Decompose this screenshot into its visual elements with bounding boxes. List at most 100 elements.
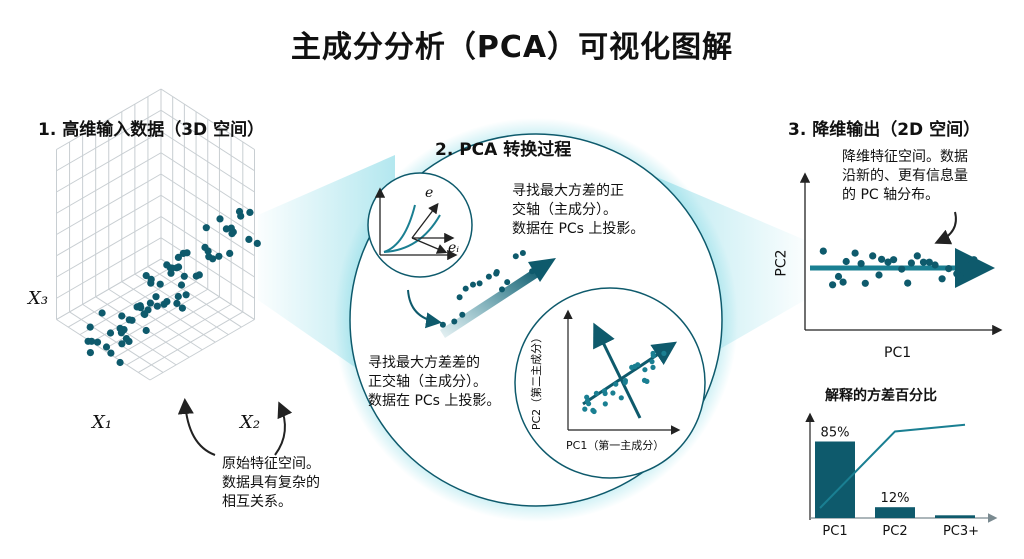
band-data-point xyxy=(529,268,536,275)
output-data-point xyxy=(904,279,912,287)
band-data-point xyxy=(459,311,466,318)
cube-data-point xyxy=(142,272,150,280)
output-data-point xyxy=(869,252,877,260)
axis-x3-label: X₃ xyxy=(28,288,49,309)
cube-data-point xyxy=(235,207,244,216)
band-data-point xyxy=(535,264,542,271)
inset-data-point xyxy=(610,390,616,396)
inset-data-point xyxy=(613,381,619,387)
variance-bar xyxy=(935,515,975,518)
output-data-point xyxy=(842,257,850,266)
cube-data-point xyxy=(140,310,148,318)
page-title: 主成分分析（PCA）可视化图解 xyxy=(290,30,734,65)
variance-bar-value: 12% xyxy=(881,491,910,506)
cube-data-point xyxy=(125,337,133,345)
note-arrow-left xyxy=(177,398,216,456)
cube-data-point xyxy=(246,208,254,216)
section3-heading: 3. 降维输出（2D 空间） xyxy=(788,120,981,140)
axis-x1-label: X₁ xyxy=(92,412,113,433)
output-data-point xyxy=(945,265,953,273)
cube-data-point xyxy=(142,326,150,335)
inset-data-point xyxy=(593,390,600,396)
output-data-point xyxy=(898,265,906,273)
band-points xyxy=(439,250,542,328)
inset-data-point xyxy=(650,353,656,359)
output-data-point xyxy=(878,255,886,263)
variance-category-label: PC1 xyxy=(822,524,847,539)
band-data-point xyxy=(493,269,500,275)
vector-inset xyxy=(374,187,458,261)
cube-data-point xyxy=(177,281,186,289)
inset-data-point xyxy=(650,364,656,370)
cube-data-point xyxy=(117,329,125,337)
output-data-point xyxy=(925,258,933,266)
flow-arrow-curve xyxy=(407,289,442,329)
cube-data-point xyxy=(98,309,106,317)
axis-pc1-label: PC1 xyxy=(884,345,912,361)
cube-data-point xyxy=(137,304,145,312)
band-data-point xyxy=(485,273,492,280)
pc-inset-axes xyxy=(563,309,681,435)
inset-data-point xyxy=(602,390,608,397)
band-data-point xyxy=(456,294,463,301)
variance-category-label: PC3+ xyxy=(943,524,979,539)
cube-data-point xyxy=(156,280,164,288)
output-data-point xyxy=(890,256,898,264)
variance-category-label: PC2 xyxy=(882,524,907,539)
variance-chart-title: 解释的方差百分比 xyxy=(825,388,937,404)
output-points xyxy=(819,247,978,289)
section2-note-top: 寻找最大方差的正 交轴（主成分）。 数据在 PCs 上投影。 xyxy=(512,183,645,237)
vector-ei-label: eᵢ xyxy=(448,240,460,256)
cube-data-point xyxy=(146,299,154,307)
vector-inset-circle xyxy=(367,172,473,278)
output-data-point xyxy=(913,252,921,260)
output-data-point xyxy=(839,278,847,286)
note-arrow-right xyxy=(274,401,293,456)
band-data-point xyxy=(519,250,526,256)
output-data-point xyxy=(829,281,837,289)
cube-data-point xyxy=(226,249,234,257)
output-data-point xyxy=(834,272,843,281)
cube-data-point xyxy=(102,343,111,351)
cube-data-point xyxy=(168,264,176,272)
inset-data-point xyxy=(618,395,624,401)
band-data-point xyxy=(512,253,519,260)
cube-data-point xyxy=(175,263,183,271)
cube-data-point xyxy=(86,323,94,331)
cube-data-point xyxy=(195,271,203,279)
cube-data-point xyxy=(215,252,223,260)
band-data-point xyxy=(499,286,505,293)
cube-data-point xyxy=(163,261,171,269)
cube-data-point xyxy=(182,291,190,299)
cube-data-point xyxy=(93,338,102,346)
cube-data-point xyxy=(86,349,94,357)
cube-data-point xyxy=(204,247,212,255)
cube-data-point xyxy=(84,337,92,345)
section3-note: 降维特征空间。数据 沿新的、更有信息量 的 PC 轴分布。 xyxy=(842,149,968,203)
inset-data-point xyxy=(602,401,608,407)
inset-xlabel: PC1（第一主成分） xyxy=(566,439,665,452)
cube-data-point xyxy=(202,224,210,232)
pc-inset-points xyxy=(582,350,667,415)
cube-data-point xyxy=(106,329,115,337)
section1-heading: 1. 高维输入数据（3D 空间） xyxy=(38,120,265,140)
cube-data-point xyxy=(228,230,236,238)
inset-ylabel: PC2（第二主成分） xyxy=(530,331,544,431)
cube-data-point xyxy=(153,302,161,310)
cube-points xyxy=(84,207,261,367)
cube-data-point xyxy=(118,312,126,320)
pc-band xyxy=(440,258,556,338)
band-data-point xyxy=(462,285,469,292)
inset-data-point xyxy=(586,401,592,407)
inset-data-point xyxy=(622,378,629,384)
output-data-point xyxy=(919,258,928,266)
output-data-point xyxy=(819,247,827,255)
output-data-point xyxy=(851,249,859,257)
output-data-point xyxy=(970,256,978,264)
band-data-point xyxy=(439,321,446,328)
cube-data-point xyxy=(174,292,182,301)
cube-data-point xyxy=(128,316,136,324)
cube-data-point xyxy=(179,249,187,257)
cube-data-point xyxy=(147,279,155,287)
